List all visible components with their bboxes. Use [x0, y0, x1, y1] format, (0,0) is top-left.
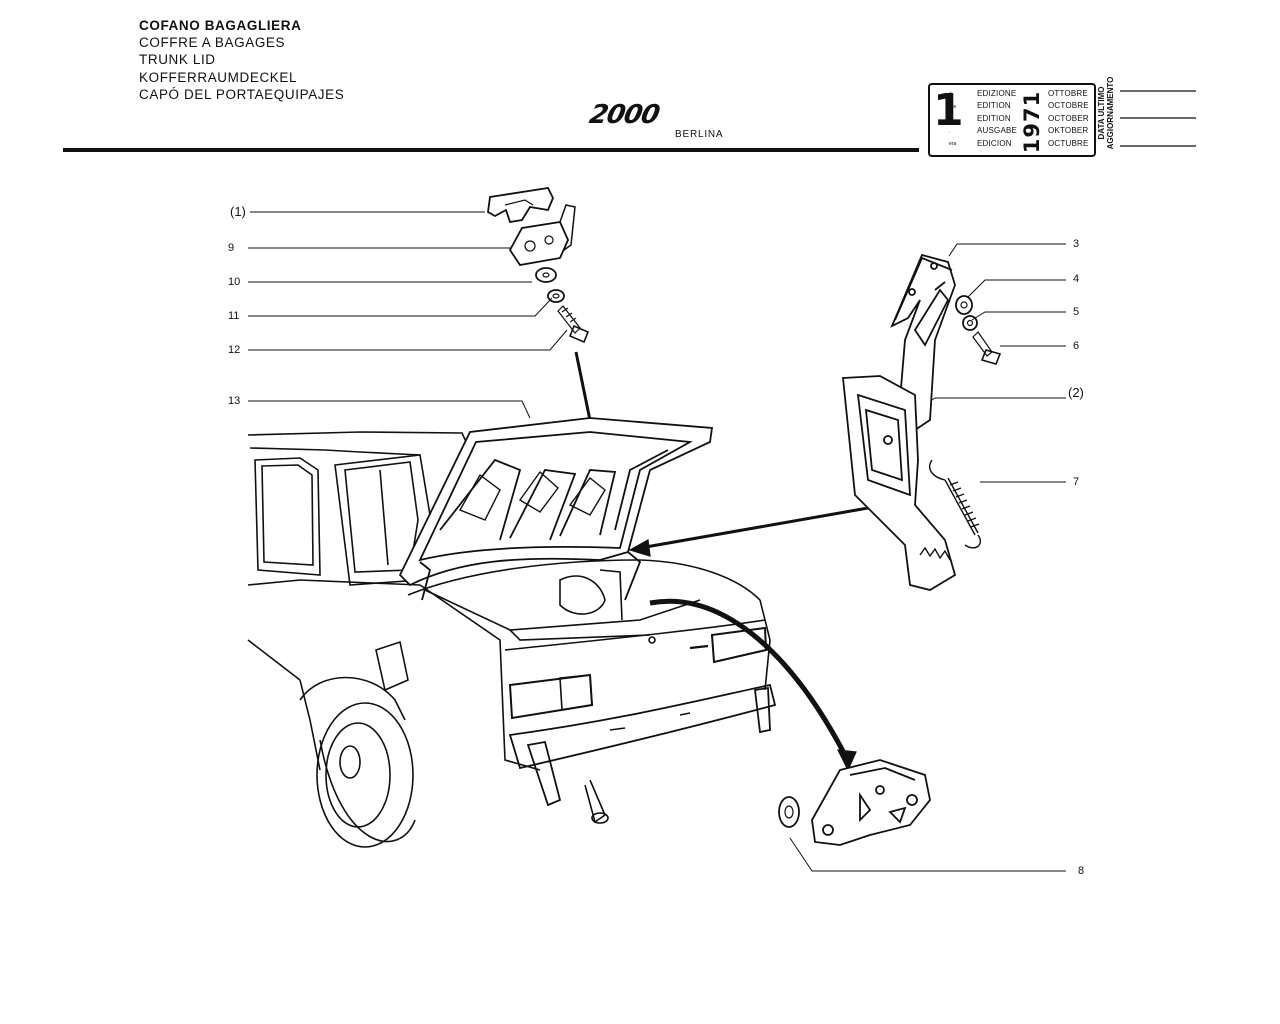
update-lines [1120, 90, 1196, 147]
edition-suffix: era [949, 141, 957, 147]
edition-month: OCTOBRE [1048, 101, 1089, 111]
edition-box: 1 a ère st . era EDIZIONE EDITION EDITIO… [928, 83, 1096, 157]
callout-2: (2) [1068, 385, 1084, 400]
striker-bracket [508, 204, 576, 266]
washer-8 [778, 796, 800, 828]
edition-month: OKTOBER [1048, 126, 1089, 136]
title-english: TRUNK LID [139, 52, 216, 68]
edition-suffix: . [949, 129, 951, 135]
callout-6: 6 [1073, 340, 1080, 352]
edition-month: OCTUBRE [1048, 138, 1089, 148]
title-block: COFANO BAGAGLIERA COFFRE A BAGAGES TRUNK… [139, 17, 344, 103]
lid-stop-pad [487, 187, 554, 224]
washer-11 [547, 289, 565, 303]
callout-8: 8 [1078, 865, 1085, 877]
edition-suffix: st [949, 116, 953, 122]
callout-9: 9 [228, 242, 235, 254]
callout-5: 5 [1073, 306, 1080, 318]
title-spanish: CAPÓ DEL PORTAEQUIPAJES [139, 86, 345, 102]
bolt-12 [557, 305, 590, 344]
edition-suffix: a [949, 91, 952, 97]
edition-labels: EDIZIONE EDITION EDITION AUSGABE EDICION [977, 88, 1017, 150]
callout-4: 4 [1073, 273, 1080, 285]
edition-month: OCTOBER [1048, 113, 1089, 123]
edition-label: EDITION [977, 113, 1011, 123]
edition-label: EDIZIONE [977, 89, 1017, 98]
washer-5 [962, 315, 978, 331]
header-rule [63, 148, 919, 152]
edition-number: 1 [933, 85, 964, 136]
bolt-6 [972, 331, 1002, 365]
title-french: COFFRE A BAGAGES [139, 35, 286, 51]
edition-label: EDICION [977, 138, 1012, 148]
edition-months: OTTOBRE OCTOBRE OCTOBER OKTOBER OCTUBRE [1048, 88, 1089, 150]
edition-month: OTTOBRE [1048, 89, 1088, 98]
edition-label: EDITION [977, 101, 1011, 111]
title-german: KOFFERRAUMDECKEL [139, 69, 298, 85]
callout-1: (1) [230, 204, 246, 219]
washer-10 [535, 267, 557, 283]
edition-suffix: ère [949, 104, 957, 110]
callout-10: 10 [228, 276, 241, 288]
callout-3: 3 [1073, 238, 1080, 250]
title-italian: COFANO BAGAGLIERA [139, 18, 302, 33]
callout-12: 12 [228, 344, 241, 356]
callout-11: 11 [228, 310, 240, 322]
callout-7: 7 [1073, 476, 1080, 488]
leader-lines [248, 211, 1066, 872]
callout-13: 13 [228, 395, 241, 407]
trunk-lid [398, 417, 714, 601]
spring-7 [928, 459, 982, 549]
washer-4 [955, 295, 973, 315]
hinge-box [842, 375, 957, 591]
edition-label: AUSGABE [977, 126, 1018, 136]
lock-assembly [811, 759, 931, 846]
model-name: BERLINA [675, 129, 724, 140]
